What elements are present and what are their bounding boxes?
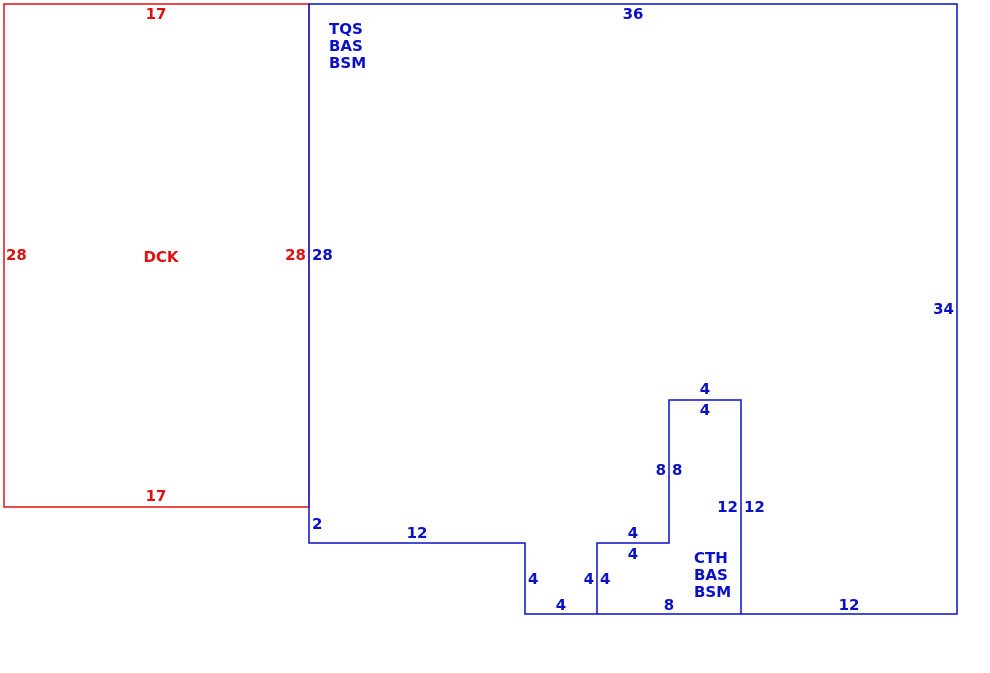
deck-dim-top: 17 bbox=[146, 5, 167, 23]
chimney-dim-left-outer: 8 bbox=[656, 461, 666, 479]
sub-area-code-1: CTH bbox=[694, 549, 728, 567]
notch-dim-right-inner: 4 bbox=[600, 570, 610, 588]
deck-dim-bottom: 17 bbox=[146, 487, 167, 505]
house-dim-left: 28 bbox=[312, 246, 333, 264]
deck-dim-right: 28 bbox=[285, 246, 306, 264]
house-dim-right: 34 bbox=[933, 300, 954, 318]
main-area-code-2: BAS bbox=[329, 37, 363, 55]
sub-area-code-3: BSM bbox=[694, 583, 731, 601]
deck-group: 17 17 28 28 DCK bbox=[3, 3, 310, 508]
notch-dim-left: 4 bbox=[528, 570, 538, 588]
step-dim-top-inner: 4 bbox=[628, 545, 638, 563]
main-area-code-1: TQS bbox=[329, 20, 363, 38]
deck-area-label: DCK bbox=[143, 248, 179, 266]
sub-area-code-2: BAS bbox=[694, 566, 728, 584]
chimney-dim-right-outer: 12 bbox=[744, 498, 765, 516]
main-area-code-3: BSM bbox=[329, 54, 366, 72]
step-dim-top-outer: 4 bbox=[628, 524, 638, 542]
chimney-dim-right-inner: 12 bbox=[717, 498, 738, 516]
notch-dim-bottom: 4 bbox=[556, 596, 566, 614]
house-group: 36 34 28 2 12 4 4 4 4 4 4 8 8 4 4 12 12 … bbox=[308, 3, 958, 615]
house-dim-top: 36 bbox=[623, 5, 644, 23]
house-outline bbox=[308, 3, 958, 615]
house-dim-bottom-right: 12 bbox=[839, 596, 860, 614]
house-dim-bottom-mid: 8 bbox=[664, 596, 674, 614]
chimney-dim-top-outer: 4 bbox=[700, 380, 710, 398]
deck-dim-left: 28 bbox=[6, 246, 27, 264]
house-dim-bottom-left: 12 bbox=[407, 524, 428, 542]
notch-dim-right-outer: 4 bbox=[584, 570, 594, 588]
chimney-dim-left-inner: 8 bbox=[672, 461, 682, 479]
chimney-dim-top-inner: 4 bbox=[700, 401, 710, 419]
house-dim-left-step: 2 bbox=[312, 515, 322, 533]
